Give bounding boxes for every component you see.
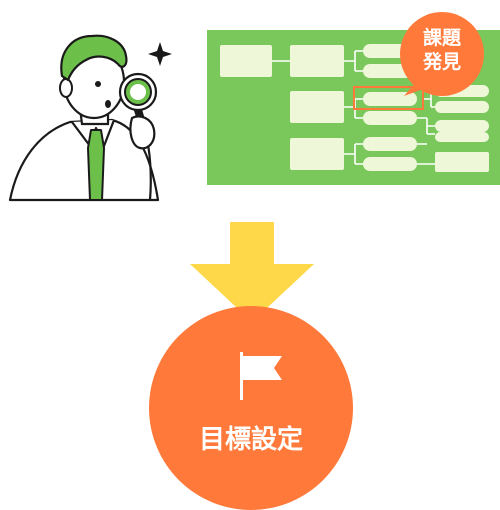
goal-label: 目標設定	[198, 425, 303, 455]
issue-badge: 課題 発見	[398, 10, 486, 98]
down-arrow-icon	[190, 222, 314, 322]
sparkle-icon	[148, 42, 172, 66]
goal-circle	[149, 306, 353, 510]
highlighted-issue-box	[353, 86, 424, 110]
person-with-magnifier-illustration	[8, 34, 172, 202]
issue-badge-line1: 課題	[422, 27, 461, 49]
issue-badge-line2: 発見	[422, 51, 461, 73]
flag-icon	[240, 352, 282, 400]
issue-badge-label: 課題 発見	[398, 26, 486, 74]
